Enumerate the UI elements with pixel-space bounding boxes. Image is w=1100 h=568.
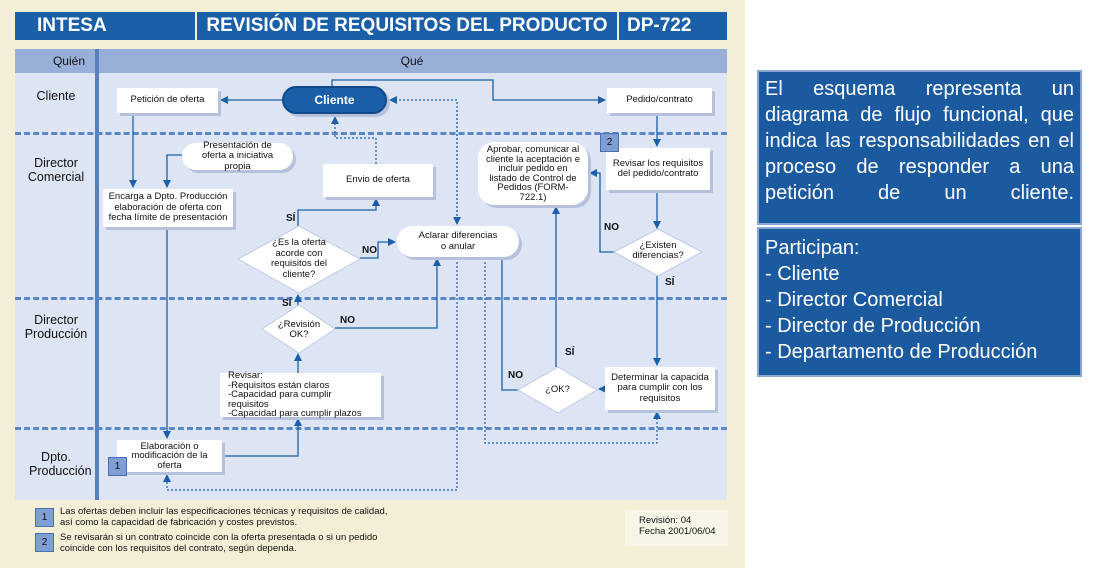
participant-item: - Director Comercial xyxy=(765,289,943,311)
node-presentacion-oferta: Presentación de oferta a iniciativa prop… xyxy=(182,140,293,172)
node-pedido-contrato: Pedido/contrato xyxy=(607,88,712,113)
flowchart-sheet: INTESA REVISIÓN DE REQUISITOS DEL PRODUC… xyxy=(0,0,745,568)
decision-revision-ok: ¿Revisión OK? xyxy=(277,318,321,340)
arrow-cliente-pedido xyxy=(331,79,606,104)
lane-divider xyxy=(15,297,727,300)
column-divider xyxy=(95,49,99,500)
node-peticion-oferta: Petición de oferta xyxy=(117,88,218,113)
company-name: INTESA xyxy=(15,12,195,40)
arrow-presentacion-encarga xyxy=(163,154,182,188)
dotted-aclarar-elaboracion xyxy=(163,258,458,491)
footnote-badge-2: 2 xyxy=(35,533,54,552)
lane-divider xyxy=(15,427,727,430)
decision-ok-shape xyxy=(516,366,598,414)
footnote-badge-1: 1 xyxy=(35,508,54,527)
node-determinar-capacidad: Determinar la capacida para cumplir con … xyxy=(605,367,715,410)
label-no: NO xyxy=(362,245,377,256)
lane-dpto-produccion: Dpto. Producción xyxy=(29,450,92,478)
revision-date: Fecha 2001/06/04 xyxy=(639,525,716,537)
node-elaboracion-oferta: Elaboración o modificación de la oferta xyxy=(117,440,222,472)
arrow-ok-aclarar xyxy=(501,238,522,391)
node-aprobar: Aprobar, comunicar al cliente la aceptac… xyxy=(478,142,588,205)
label-no: NO xyxy=(604,222,619,233)
participant-item: - Cliente xyxy=(765,263,840,285)
participants-panel: Participan: - Cliente - Director Comerci… xyxy=(757,227,1082,377)
description-text: El esquema representa un diagrama de flu… xyxy=(765,78,1074,204)
label-si: SÍ xyxy=(286,213,296,224)
participant-item: - Departamento de Producción xyxy=(765,341,1038,363)
footnote-2: Se revisarán si un contrato coincide con… xyxy=(60,532,378,554)
description-panel: El esquema representa un diagrama de flu… xyxy=(757,70,1082,225)
arrow-acorde-aclarar xyxy=(360,238,396,259)
note-badge-2: 2 xyxy=(600,133,619,152)
arrow-revision-aclarar xyxy=(335,258,441,329)
lane-director-produccion: Director Producción xyxy=(24,313,88,341)
decision-revision-ok-shape xyxy=(261,304,336,354)
column-who: Quién xyxy=(15,49,97,73)
lane-divider xyxy=(15,132,727,135)
lane-director-comercial: Director Comercial xyxy=(27,156,85,184)
connectors xyxy=(129,79,704,491)
label-no: NO xyxy=(340,315,355,326)
document-code: DP-722 xyxy=(619,12,727,40)
note-badge-1: 1 xyxy=(108,457,127,476)
decision-ok: ¿OK? xyxy=(545,383,570,395)
participants-title: Participan: xyxy=(765,237,860,259)
column-what: Qué xyxy=(97,49,727,73)
node-aclarar-diferencias: Aclarar diferencias o anular xyxy=(397,226,519,257)
label-si: SÍ xyxy=(565,347,575,358)
revision-box: Revisión: 04 Fecha 2001/06/04 xyxy=(625,510,728,546)
revision-number: Revisión: 04 xyxy=(639,515,692,526)
label-no: NO xyxy=(508,370,523,381)
arrow-elaboracion-revisar xyxy=(222,418,302,457)
footnote-1: Las ofertas deben incluir las especifica… xyxy=(60,506,388,528)
node-cliente: Cliente xyxy=(282,86,387,114)
decision-es-acorde: ¿Es la oferta acorde con requisitos del … xyxy=(271,237,327,280)
label-si: SÍ xyxy=(665,277,675,288)
dotted-aclarar-determinar xyxy=(484,258,661,444)
node-encarga: Encarga a Dpto. Producción elaboración d… xyxy=(103,189,233,227)
label-si: SÍ xyxy=(282,298,292,309)
dotted-envio-cliente xyxy=(331,116,377,164)
node-revisar-requisitos: Revisar los requisitos del pedido/contra… xyxy=(606,148,710,190)
arrow-acorde-envio xyxy=(297,198,380,226)
lane-cliente: Cliente xyxy=(36,89,76,103)
diagram-title: REVISIÓN DE REQUISITOS DEL PRODUCTO xyxy=(197,12,617,40)
decision-existen-shape xyxy=(612,228,704,277)
participant-item: - Director de Producción xyxy=(765,315,981,337)
decision-es-acorde-shape xyxy=(236,225,362,294)
node-envio-oferta: Envio de oferta xyxy=(323,164,433,197)
decision-existen-diferencias: ¿Existen diferencias? xyxy=(632,239,684,261)
node-revisar-lista: Revisar: -Requisitos están claros -Capac… xyxy=(220,371,381,419)
arrow-existen-aprobar xyxy=(589,169,614,253)
dotted-aclarar-cliente xyxy=(389,96,458,224)
